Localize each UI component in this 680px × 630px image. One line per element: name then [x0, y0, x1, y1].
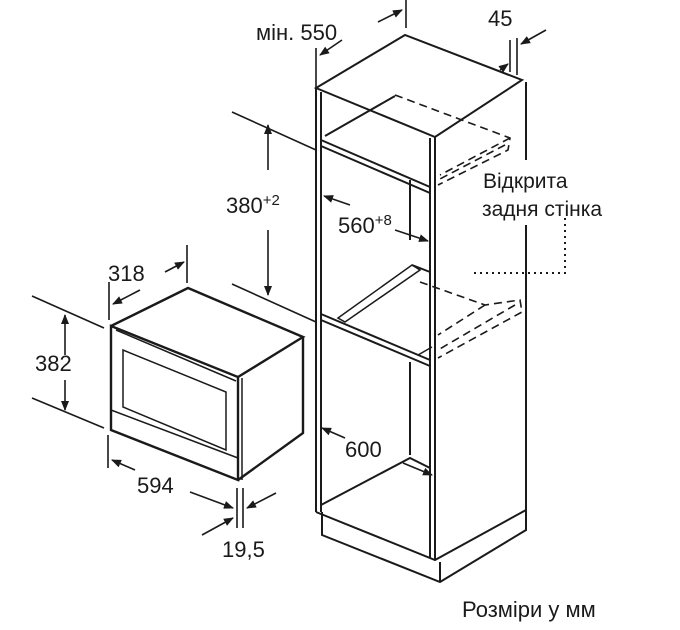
niche-height-tolerance: +2 — [263, 192, 280, 209]
rear-gap-label: 45 — [488, 6, 512, 31]
niche-height-value: 380 — [226, 193, 263, 218]
appliance-width-label: 594 — [137, 473, 174, 498]
open-back-note-line1: Відкрита — [483, 170, 568, 193]
cabinet-depth-label: мін. 550 — [256, 20, 337, 45]
front-thickness-label: 19,5 — [222, 537, 265, 562]
open-back-dashes — [394, 94, 523, 359]
niche-width-tolerance: +8 — [375, 212, 392, 229]
appliance-height-label: 382 — [35, 351, 72, 376]
dimension-lines — [31, 0, 547, 536]
niche-width-value: 560 — [338, 213, 375, 238]
units-caption: Розміри у мм — [462, 597, 596, 622]
appliance-depth-label: 318 — [108, 261, 145, 286]
cabinet-width-label: 600 — [345, 437, 382, 462]
cabinet — [313, 33, 527, 584]
niche-height-label: 380+2 — [226, 192, 280, 218]
open-back-leader — [472, 218, 566, 274]
open-back-note-line2: задня стінка — [482, 198, 602, 221]
niche-width-label: 560+8 — [338, 212, 392, 238]
microwave — [109, 286, 306, 482]
